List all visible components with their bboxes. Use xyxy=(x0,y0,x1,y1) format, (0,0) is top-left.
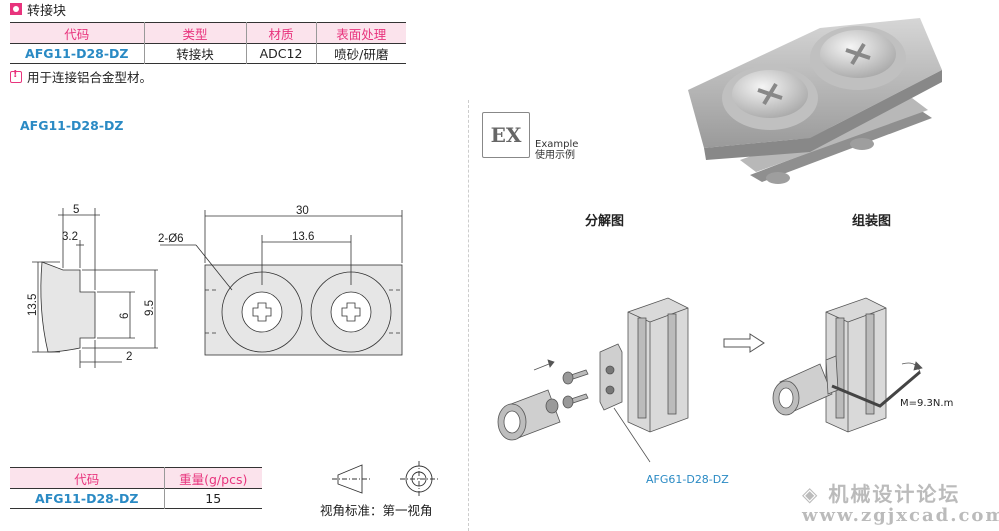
first-angle-projection-icon xyxy=(332,461,438,497)
assembled-view-title: 组装图 xyxy=(852,214,892,229)
spec-table-header: 代码 类型 材质 表面处理 xyxy=(10,22,406,44)
usage-note-text: 用于连接铝合金型材。 xyxy=(27,70,153,85)
table-row: AFG11-D28-DZ 转接块 ADC12 喷砂/研磨 xyxy=(10,43,406,64)
spec-table: 代码 类型 材质 表面处理 AFG11-D28-DZ 转接块 ADC12 喷砂/… xyxy=(10,22,406,64)
example-badge-text: EX xyxy=(490,123,522,147)
section-marker-icon xyxy=(10,3,22,15)
projection-label: 视角标准：第一视角 xyxy=(320,503,433,518)
side-view-profile xyxy=(40,261,96,353)
dim-label: 13.6 xyxy=(292,231,314,243)
part-label: AFG61-D28-DZ xyxy=(646,473,729,486)
table-row: AFG11-D28-DZ 15 xyxy=(10,488,262,509)
col-header-code: 代码 xyxy=(10,22,145,44)
model-label: AFG11-D28-DZ xyxy=(20,118,124,133)
cell-finish: 喷砂/研磨 xyxy=(315,43,406,64)
dim-label: 5 xyxy=(73,204,79,216)
exploded-view-title: 分解图 xyxy=(585,214,625,229)
dim-label: 6 xyxy=(119,313,131,319)
arrow-right-icon xyxy=(723,333,765,353)
weight-table-header: 代码 重量(g/pcs) xyxy=(10,467,262,489)
technical-drawing: 5 3.2 13.5 6 9.5 2 30 13.6 2-Ø6 xyxy=(27,204,403,368)
product-photo xyxy=(688,18,942,184)
usage-note: 用于连接铝合金型材。 xyxy=(10,67,152,86)
dim-label: 3.2 xyxy=(62,231,78,243)
col-header-finish: 表面处理 xyxy=(315,22,406,44)
dim-label: 2 xyxy=(126,351,132,363)
cell-code: AFG11-D28-DZ xyxy=(10,43,145,64)
cell-material: ADC12 xyxy=(245,43,317,64)
example-caption-en: Example xyxy=(535,139,579,150)
col-header-weight: 重量(g/pcs) xyxy=(163,467,262,489)
example-caption-cn: 使用示例 xyxy=(535,150,575,161)
watermark: ◈ 机械设计论坛 www.zgjxcad.com xyxy=(802,478,999,526)
dim-label: 13.5 xyxy=(27,294,39,316)
watermark-logo-icon: ◈ xyxy=(802,482,820,506)
watermark-title: ◈ 机械设计论坛 xyxy=(802,478,999,507)
col-header-type: 类型 xyxy=(143,22,247,44)
example-caption: Example 使用示例 xyxy=(535,139,578,161)
section-divider xyxy=(468,100,469,531)
dim-label: 9.5 xyxy=(144,300,156,316)
assembled-view xyxy=(772,297,923,433)
col-header-code: 代码 xyxy=(10,467,165,489)
watermark-url: www.zgjxcad.com xyxy=(802,505,999,526)
hole-left-inner xyxy=(241,291,283,333)
section-title: 转接块 xyxy=(10,0,67,19)
cell-weight: 15 xyxy=(163,488,262,509)
torque-label: M=9.3N.m xyxy=(900,398,954,409)
section-title-text: 转接块 xyxy=(27,3,67,19)
warning-icon xyxy=(10,69,22,83)
hole-right-inner xyxy=(330,291,372,333)
exploded-view xyxy=(497,297,689,463)
dim-label: 30 xyxy=(296,205,309,217)
dim-label: 2-Ø6 xyxy=(158,233,184,245)
cell-code: AFG11-D28-DZ xyxy=(10,488,165,509)
col-header-material: 材质 xyxy=(245,22,317,44)
weight-table: 代码 重量(g/pcs) AFG11-D28-DZ 15 xyxy=(10,467,262,509)
example-badge: EX xyxy=(482,112,530,158)
cell-type: 转接块 xyxy=(143,43,247,64)
watermark-title-text: 机械设计论坛 xyxy=(828,482,961,506)
